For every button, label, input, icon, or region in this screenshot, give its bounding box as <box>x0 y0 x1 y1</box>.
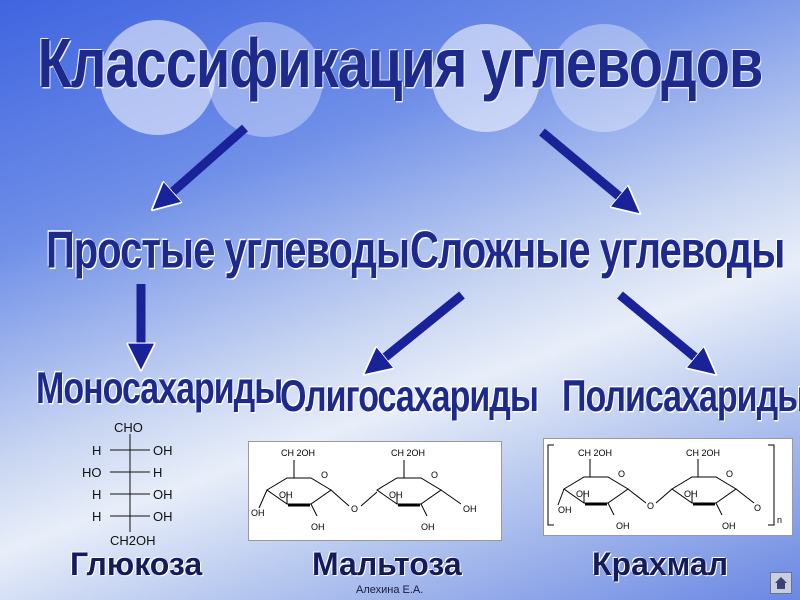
maltose-oh: OH <box>311 522 325 532</box>
maltose-oh: OH <box>389 490 403 500</box>
arrow-to-poly <box>617 291 708 368</box>
fischer-left: HO <box>82 465 102 480</box>
fischer-bottom: CH2OH <box>110 533 156 548</box>
decorative-circle <box>550 24 658 132</box>
maltose-oh: OH <box>463 504 477 514</box>
fischer-right: OH <box>153 487 173 502</box>
monosaccharides-label: Моносахариды <box>36 364 283 414</box>
decorative-circle <box>208 22 323 137</box>
starch-label: Крахмал <box>592 546 729 582</box>
home-button[interactable] <box>770 572 792 594</box>
home-icon <box>775 577 787 589</box>
starch-oh: OH <box>722 521 736 531</box>
oligosaccharides-label: Олигосахариды <box>280 372 539 422</box>
maltose-label: Мальтоза <box>312 546 462 582</box>
arrow-to-complex <box>539 128 632 207</box>
maltose-o: O <box>351 504 358 514</box>
fischer-left: H <box>92 443 102 458</box>
starch-oh: OH <box>558 505 572 515</box>
decorative-circle <box>432 24 540 132</box>
fischer-right: H <box>153 465 163 480</box>
fischer-top: CHO <box>114 420 143 435</box>
glucose-fischer-projection: CHO H OH HO H H OH H OH CH2OH <box>80 420 190 550</box>
fischer-right: OH <box>153 509 173 524</box>
arrow-to-simple <box>160 124 248 203</box>
maltose-oh: OH <box>279 490 293 500</box>
starch-o: O <box>726 469 733 479</box>
starch-ch2oh-1: CH 2OH <box>578 448 612 458</box>
starch-oh: OH <box>684 489 698 499</box>
starch-o: O <box>647 501 654 511</box>
simple-carbs-label: Простые углеводы <box>46 222 410 280</box>
maltose-structure: CH 2OH CH 2OH O O O OH OH OH OH OH OH <box>248 441 502 541</box>
author-credit: Алехина Е.А. <box>356 584 424 596</box>
fischer-left: H <box>92 509 102 524</box>
starch-oh: OH <box>616 521 630 531</box>
starch-n: n <box>777 515 782 525</box>
decorative-circle <box>100 20 215 135</box>
complex-carbs-label: Сложные углеводы <box>410 222 785 280</box>
polysaccharides-label: Полисахариды <box>562 372 800 422</box>
maltose-o: O <box>321 470 328 480</box>
starch-structure: CH 2OH CH 2OH O O O O OH OH OH OH OH n <box>543 438 793 536</box>
starch-oh: OH <box>576 489 590 499</box>
fischer-left: H <box>92 487 102 502</box>
starch-o: O <box>754 503 761 513</box>
maltose-o: O <box>431 470 438 480</box>
glucose-label: Глюкоза <box>70 546 203 582</box>
page-title: Классификация углеводов <box>37 23 764 102</box>
arrow-to-oligo <box>372 291 465 368</box>
fischer-right: OH <box>153 443 173 458</box>
maltose-ch2oh-2: CH 2OH <box>391 448 425 458</box>
maltose-ch2oh-1: CH 2OH <box>281 448 315 458</box>
starch-ch2oh-2: CH 2OH <box>686 448 720 458</box>
starch-o: O <box>618 469 625 479</box>
maltose-oh: OH <box>421 522 435 532</box>
maltose-oh: OH <box>251 508 265 518</box>
